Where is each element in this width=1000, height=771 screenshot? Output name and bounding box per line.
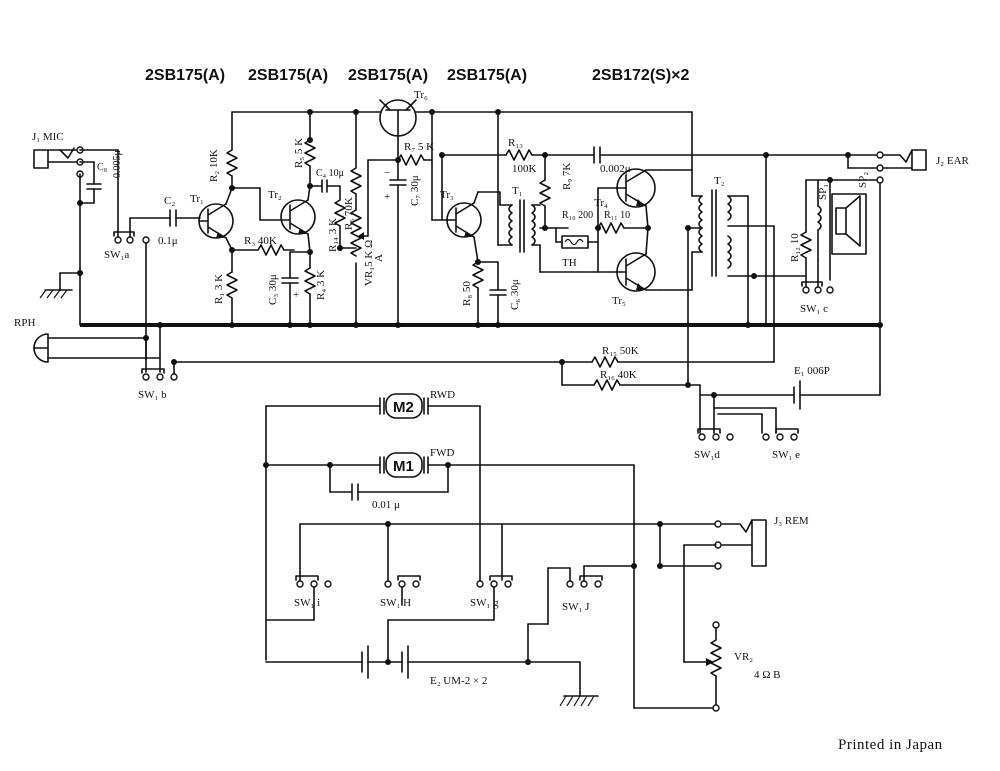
label-sw1h: SW₁ H: [380, 597, 411, 609]
label-vr2: VR₂: [734, 651, 753, 663]
label-sw1b: SW₁ b: [138, 389, 167, 401]
ear-jack-j2: J₂ EAR: [876, 149, 970, 184]
label-th: TH: [562, 257, 577, 269]
switch-sw1c: SW₁ c: [800, 281, 834, 315]
label-r13: R₁₃: [508, 137, 523, 149]
thermistor-th: TH: [555, 235, 599, 269]
label-tr3: Tr₃: [440, 189, 454, 201]
label-rph: RPH: [14, 317, 35, 329]
switch-sw1i: SW₁ i: [294, 575, 332, 609]
label-r13-value: 100K: [512, 163, 537, 175]
speaker-sp1: SP₁: [817, 184, 829, 231]
c3-plus: +: [293, 289, 299, 301]
label-m2: M2: [393, 399, 414, 416]
label-t1: T₁: [512, 185, 523, 197]
label-r14: R₁₄ 3 K: [327, 218, 339, 252]
ground-symbol-left: [39, 270, 83, 299]
header-tr3: 2SB175(A): [348, 67, 428, 84]
switch-sw1d: SW₁d: [694, 428, 734, 461]
label-rwd: RWD: [430, 389, 455, 401]
label-sw1i: SW₁ i: [294, 597, 320, 609]
transistor-tr5: Tr₅: [612, 252, 656, 307]
label-vr2-value: 4 Ω B: [754, 669, 781, 681]
speaker-sp2: SP₂: [831, 172, 869, 255]
switch-sw1b: SW₁ b: [138, 368, 178, 401]
label-m1: M1: [393, 458, 414, 475]
mic-jack-j1: J₁ MIC: [32, 131, 84, 178]
label-sw1g: SW₁ g: [470, 597, 499, 609]
rem-jack-j3: J₃ REM: [714, 515, 809, 570]
c7-plus: +: [384, 191, 390, 203]
label-t2: T₂: [714, 175, 725, 187]
label-fwd: FWD: [430, 447, 455, 459]
label-j2: J₂ EAR: [936, 155, 970, 167]
switch-sw1h: SW₁ H: [380, 575, 421, 609]
label-r11: R₁₁ 10: [604, 210, 630, 221]
transformer-t2: T₂: [698, 175, 732, 277]
label-tr4: Tr₄: [594, 197, 608, 209]
label-e2: E₂ UM-2 × 2: [430, 675, 487, 687]
label-r15: R₁₅ 50K: [602, 345, 639, 357]
transistor-tr3: Tr₃: [440, 189, 482, 238]
transistor-tr4: Tr₄: [594, 168, 656, 209]
label-r16: R₁₆ 40K: [600, 369, 637, 381]
label-r8: R₈ 50: [461, 281, 473, 306]
label-sw1a: SW₁a: [104, 249, 129, 261]
transistor-tr6: Tr₆: [379, 89, 428, 139]
label-c3: C₃ 30μ: [267, 274, 279, 305]
label-j3: J₃ REM: [774, 515, 809, 527]
switch-sw1e: SW₁ e: [762, 428, 800, 461]
label-c7: C₇ 30μ: [409, 175, 421, 206]
battery-e2: E₂ UM-2 × 2: [265, 645, 581, 687]
motor-m2: M2 RWD: [379, 389, 455, 419]
label-c1-value: 0.01 μ: [372, 499, 400, 511]
label-c8: C₈: [97, 162, 108, 173]
label-c2: C₂: [164, 195, 175, 207]
label-e1: E₁ 006P: [794, 365, 830, 377]
label-r2: R₂ 10K: [208, 149, 220, 182]
header-output-pair: 2SB172(S)×2: [592, 67, 689, 84]
rph-head: RPH: [14, 317, 49, 363]
label-r12: R₁₂ 10: [789, 233, 801, 262]
header-tr1: 2SB175(A): [145, 67, 225, 84]
label-r5: R₅ 5 K: [293, 138, 305, 168]
rheostat-vr2: VR₂ 4 Ω B: [706, 621, 781, 712]
label-sp1: SP₁: [817, 184, 829, 200]
label-c5-value: 0.002μ: [600, 163, 631, 175]
label-vr1: VR₁5 K Ω: [363, 240, 375, 286]
label-tr2: Tr₂: [268, 189, 282, 201]
label-sw1e: SW₁ e: [772, 449, 800, 461]
header-types: 2SB175(A) 2SB175(A) 2SB175(A) 2SB175(A) …: [145, 67, 689, 84]
label-sw1d: SW₁d: [694, 449, 720, 461]
label-tr6: Tr₆: [414, 89, 428, 101]
switch-sw1a: SW₁a: [104, 231, 150, 261]
label-c6: C₆ 30μ: [509, 279, 521, 310]
label-j1: J₁ MIC: [32, 131, 64, 143]
label-sw1j: SW₁ J: [562, 601, 590, 613]
c7-minus: −: [384, 167, 390, 179]
transistor-tr2: Tr₂: [268, 189, 316, 235]
label-r9: R₉ 7K: [561, 163, 573, 190]
label-tr5: Tr₅: [612, 295, 626, 307]
printed-in-japan: Printed in Japan: [838, 737, 943, 753]
header-tr2: 2SB175(A): [248, 67, 328, 84]
header-tr4: 2SB175(A): [447, 67, 527, 84]
label-r7: R₇ 5 K: [404, 141, 434, 153]
switch-sw1j: SW₁ J: [562, 575, 603, 613]
label-sw1c: SW₁ c: [800, 303, 828, 315]
label-vr1-type: A: [373, 254, 385, 262]
label-c4: C₄ 10μ: [316, 168, 344, 179]
label-c2-value: 0.1μ: [158, 235, 178, 247]
label-r4: R₄ 3 K: [315, 270, 327, 300]
label-r10: R₁₀ 200: [562, 210, 593, 221]
ground-symbol-bottom: [559, 661, 599, 707]
transistor-tr1: Tr₁: [190, 193, 234, 239]
label-r3: R₃ 40K: [244, 235, 277, 247]
switch-sw1g: SW₁ g: [470, 575, 513, 609]
label-r1: R₁ 3 K: [213, 274, 225, 304]
motor-m1: M1 FWD: [379, 447, 455, 478]
label-tr1: Tr₁: [190, 193, 204, 205]
transformer-t1: T₁: [508, 185, 536, 253]
